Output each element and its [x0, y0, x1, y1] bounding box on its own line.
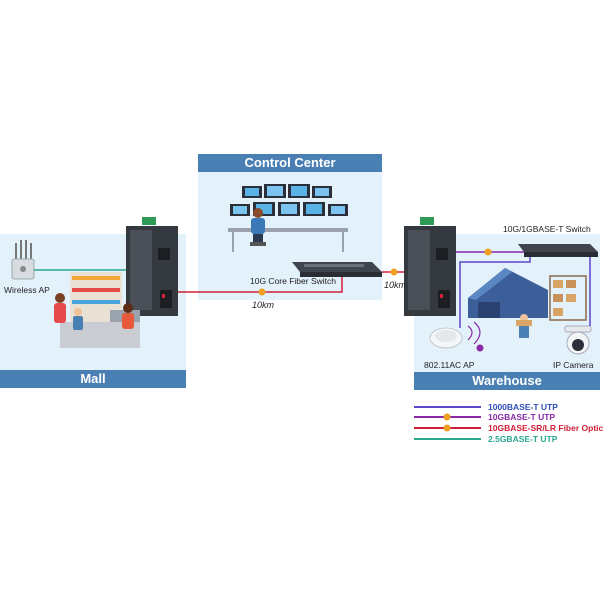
fiber-badge-right — [390, 268, 398, 276]
fiber-badge-left — [258, 288, 266, 296]
left-media-converter-icon — [126, 217, 178, 316]
legend-label-fiber: 10GBASE-SR/LR Fiber Optic — [488, 423, 603, 433]
mall-shop-scene-icon — [54, 272, 140, 348]
ap-link — [459, 257, 531, 328]
distance-right-label: 10km — [384, 280, 407, 290]
ip-camera-label: IP Camera — [553, 360, 594, 370]
uplink-badge — [484, 248, 492, 256]
wifi-signal-icon — [467, 321, 484, 352]
warehouse-title: Warehouse — [414, 372, 600, 390]
legend-label-2-5gbase: 2.5GBASE-T UTP — [488, 434, 558, 444]
fiber-link-left — [178, 277, 343, 293]
wireless-ap-label: Wireless AP — [4, 285, 50, 295]
ac-ap-icon — [429, 327, 463, 349]
operator-icon — [250, 208, 266, 246]
core-switch-icon — [292, 262, 382, 277]
right-media-converter-icon — [404, 217, 456, 316]
legend-badge-fiber — [443, 424, 451, 432]
monitor-wall-icon — [228, 184, 348, 252]
control-center-panel: Control Center — [198, 154, 382, 300]
core-switch-label: 10G Core Fiber Switch — [250, 276, 336, 286]
warehouse-building-icon — [468, 268, 587, 338]
legend-label-1000base: 1000BASE-T UTP — [488, 402, 558, 412]
legend-badge-10gbase-t — [443, 413, 451, 421]
control-center-title: Control Center — [198, 154, 382, 172]
access-switch-label: 10G/1GBASE-T Switch — [503, 224, 591, 234]
wireless-ap-icon — [11, 240, 35, 280]
access-switch-icon — [518, 244, 598, 257]
mall-title: Mall — [0, 370, 186, 388]
ip-camera-icon — [564, 325, 592, 355]
distance-left-label: 10km — [252, 300, 275, 310]
legend-label-10gbase-t: 10GBASE-T UTP — [488, 412, 556, 422]
ac-ap-label: 802.11AC AP — [424, 360, 475, 370]
